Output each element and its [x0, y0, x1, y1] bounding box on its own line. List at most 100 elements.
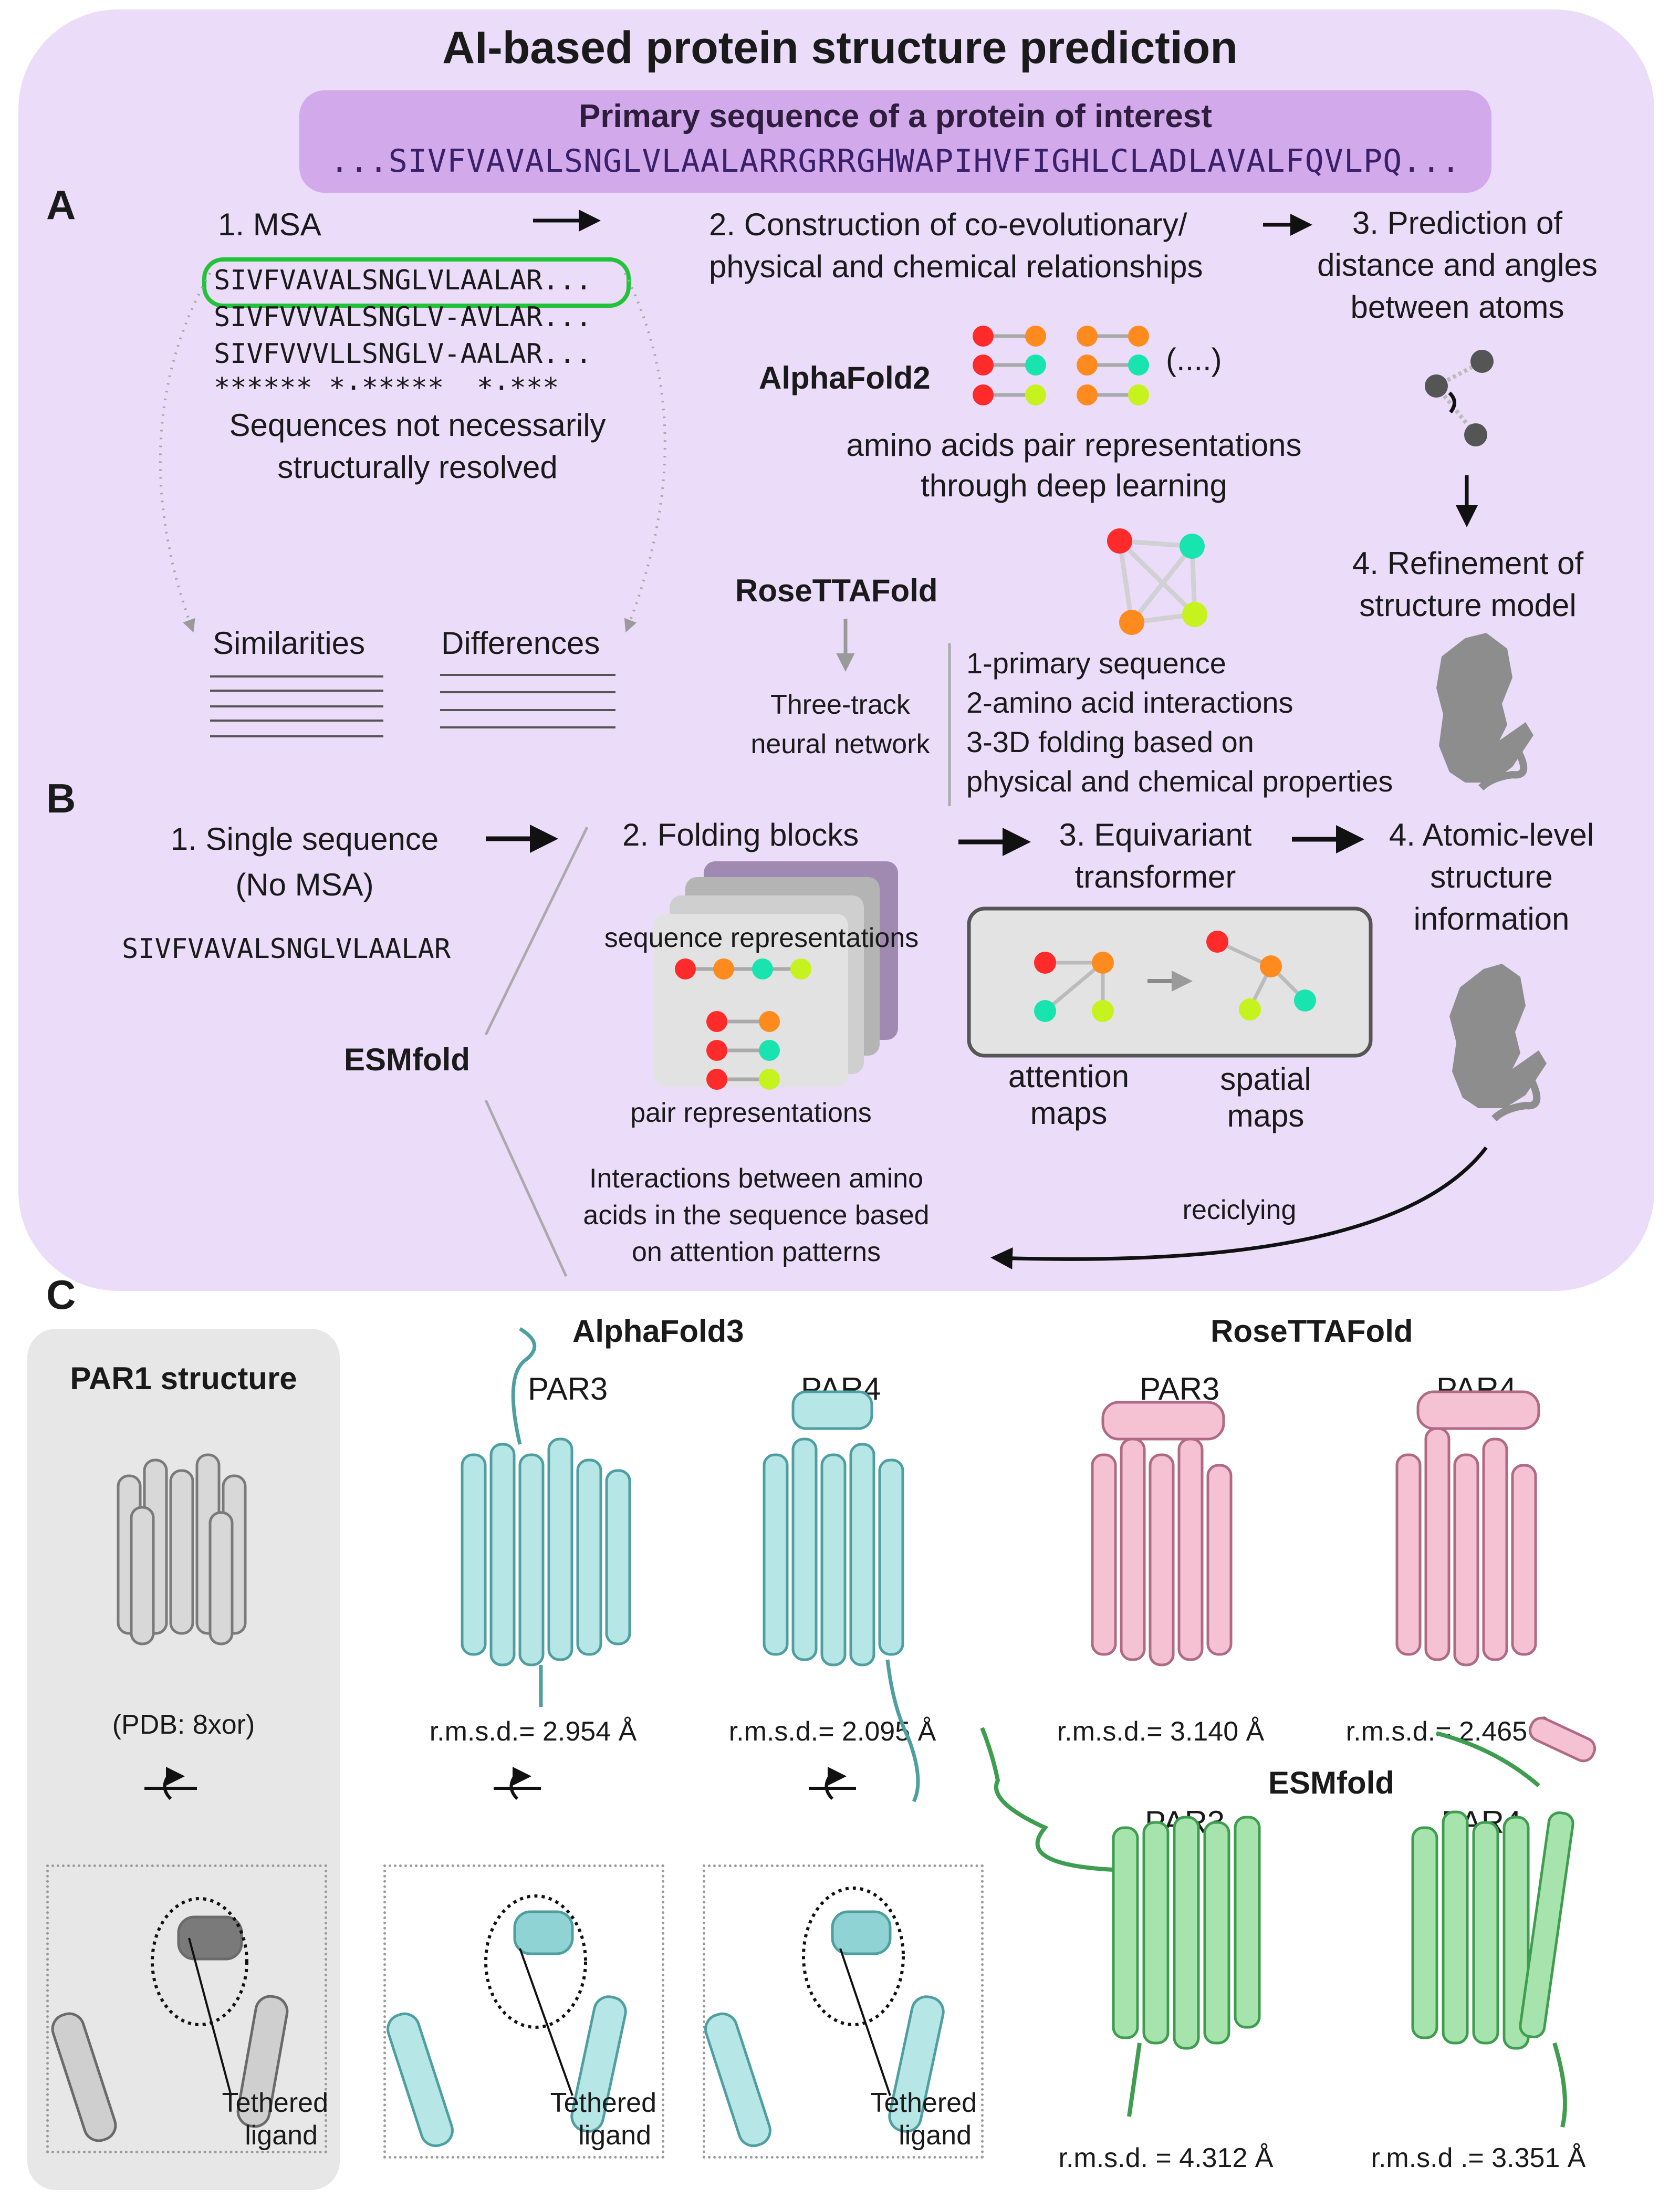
af3-par3-structure [461, 1327, 631, 1707]
af3-par3-label: PAR3 [528, 1371, 608, 1406]
panel-b-label: B [46, 775, 76, 821]
par1-pdb: (PDB: 8xor) [112, 1710, 255, 1740]
af3-par4-closeup [704, 1887, 945, 2148]
step3-line-2: distance and angles [1317, 247, 1598, 283]
diagram-graphics [159, 210, 1547, 1277]
recycling-arrow [990, 1146, 1488, 1269]
equivariant-line-2: transformer [1074, 859, 1236, 894]
figure-title: AI-based protein structure prediction [442, 23, 1238, 73]
af3-par4-structure [763, 1390, 920, 1802]
attention-line-1: attention [1008, 1059, 1130, 1094]
pair-ellipsis: (....) [1166, 342, 1222, 377]
track-3: 3-3D folding based on [966, 725, 1254, 758]
primary-sequence-heading: Primary sequence of a protein of interes… [579, 98, 1212, 134]
alphafold2-label: AlphaFold2 [759, 360, 931, 395]
panel-a-label: A [46, 182, 76, 228]
af3-par4-tethered-line-2: ligand [899, 2120, 972, 2151]
three-track-line-1: Three-track [770, 690, 910, 720]
par1-tethered-line-1: Tethered [222, 2088, 328, 2118]
rf-par3-label: PAR3 [1140, 1371, 1220, 1406]
spatial-line-2: maps [1227, 1098, 1305, 1133]
esm-par3-structure [980, 1727, 1261, 2117]
pair-rep-line-2: through deep learning [921, 468, 1227, 503]
attention-line-2: maps [1030, 1096, 1108, 1131]
recycling-label: reciclying [1182, 1195, 1297, 1225]
af3-par3-rmsd: r.m.s.d.= 2.954 Å [429, 1716, 637, 1747]
folding-stack-front [654, 914, 848, 1087]
track-2: 2-amino acid interactions [966, 686, 1293, 719]
equivariant-line-1: 3. Equivariant [1059, 817, 1252, 852]
differences-label: Differences [441, 626, 600, 661]
esmfold-connector-up [484, 826, 589, 1036]
step2-line-2: physical and chemical relationships [709, 249, 1203, 284]
similarities-lines [210, 675, 383, 737]
msa-dotted-right [623, 272, 666, 633]
pair-rep-nodes [706, 1011, 780, 1090]
rf-par4-rmsd: r.m.s.d.= 2.465 Å [1345, 1716, 1553, 1747]
rotation-icon-par1 [144, 1767, 197, 1800]
interactions-line-3: on attention patterns [631, 1237, 881, 1267]
step2-line-1: 2. Construction of co-evolutionary/ [709, 207, 1187, 242]
single-seq-line-1: 1. Single sequence [170, 821, 439, 857]
par1-structure [117, 1453, 247, 1645]
sequence-rep-nodes [675, 958, 811, 980]
par1-closeup-box [46, 1864, 327, 2153]
atomic-line-3: information [1413, 901, 1570, 936]
af3-par3-tethered-line-1: Tethered [550, 2088, 656, 2118]
primary-sequence: ...SIVFVAVALSNGLVLAALARRGRRGHWAPIHVFIGHL… [330, 143, 1461, 180]
single-seq-line-2: (No MSA) [235, 867, 374, 902]
msa-note-line-2: structurally resolved [277, 450, 558, 485]
esmfold-heading: ESMfold [1268, 1765, 1394, 1800]
step3-line-3: between atoms [1350, 289, 1564, 325]
rosettafold-label: RoseTTAFold [735, 573, 938, 608]
msa-line-1: SIVFVAVALSNGLVLAALAR... [214, 265, 592, 296]
alphafold3-heading: AlphaFold3 [572, 1314, 744, 1349]
pair-rep-label: pair representations [630, 1098, 872, 1128]
three-track-line-2: neural network [750, 729, 930, 759]
atomic-line-2: structure [1430, 859, 1553, 894]
single-sequence: SIVFVAVALSNGLVLAALAR [122, 933, 451, 965]
af3-par4-tethered-line-1: Tethered [870, 2088, 977, 2118]
rf-par3-structure [1091, 1401, 1233, 1666]
esm-par3-rmsd: r.m.s.d. = 4.312 Å [1058, 2143, 1274, 2173]
interactions-line-2: acids in the sequence based [583, 1200, 930, 1231]
atomic-line-1: 4. Atomic-level [1389, 817, 1594, 852]
alphafold2-pair-nodes [973, 326, 1149, 405]
msa-dotted-left [159, 272, 212, 633]
msa-line-3: SIVFVVVLLSNGLV-AALAR... [214, 338, 592, 370]
step3-line-1: 3. Prediction of [1352, 205, 1563, 241]
rotation-icon-af3-par3 [494, 1767, 541, 1800]
track-4: physical and chemical properties [966, 765, 1393, 798]
msa-highlight-box [202, 257, 631, 308]
step4-line-1: 4. Refinement of [1352, 546, 1584, 581]
sequence-rep-label: sequence representations [604, 923, 919, 953]
atomic-structure-silhouette [1449, 964, 1547, 1108]
folding-blocks-label: 2. Folding blocks [622, 817, 859, 852]
rf-par3-rmsd: r.m.s.d.= 3.140 Å [1057, 1716, 1265, 1747]
af3-par3-closeup-box [383, 1864, 664, 2159]
par1-tethered-line-2: ligand [245, 2120, 318, 2151]
rosettafold-heading: RoseTTAFold [1211, 1314, 1413, 1349]
interactions-line-1: Interactions between amino [589, 1163, 923, 1194]
similarities-label: Similarities [213, 626, 366, 661]
msa-line-2: SIVFVVVALSNGLV-AVLAR... [214, 301, 592, 333]
af3-par3-tethered-line-2: ligand [578, 2120, 651, 2151]
rotation-icon-af3-par4 [809, 1767, 856, 1800]
panel-c-label: C [46, 1272, 76, 1318]
msa-label: 1. MSA [218, 207, 321, 242]
par1-title: PAR1 structure [70, 1361, 297, 1396]
structures-graphics [51, 1327, 1596, 2148]
track-1: 1-primary sequence [966, 647, 1226, 680]
msa-conservation: ****** *·***** *·*** [214, 372, 559, 404]
differences-lines [440, 674, 615, 728]
esm-par4-rmsd: r.m.s.d .= 3.351 Å [1371, 2143, 1586, 2173]
msa-note-line-1: Sequences not necessarily [229, 408, 606, 443]
primary-sequence-box: Primary sequence of a protein of interes… [299, 90, 1491, 193]
af3-par3-closeup [387, 1894, 627, 2148]
esmfold-connector-down [484, 1099, 568, 1277]
spatial-line-1: spatial [1220, 1061, 1311, 1097]
par1-closeup [51, 1897, 289, 2142]
esmfold-label: ESMfold [344, 1042, 470, 1077]
rf-par4-structure [1395, 1390, 1596, 1763]
pair-rep-line-1: amino acids pair representations [846, 428, 1302, 463]
